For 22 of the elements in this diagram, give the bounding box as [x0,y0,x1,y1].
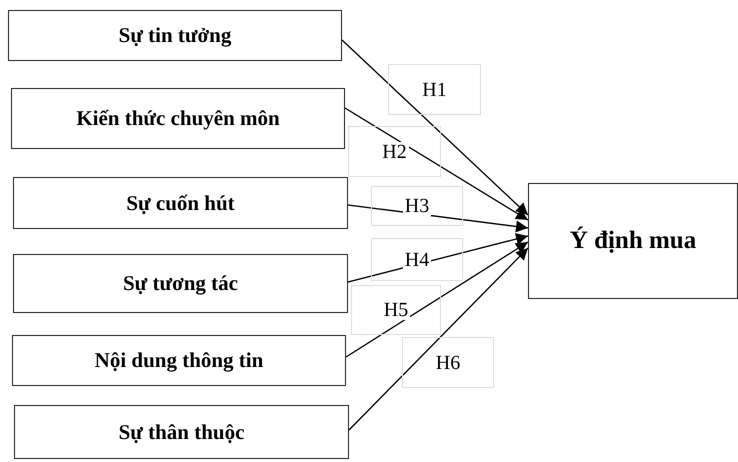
box-label: Ý định mua [570,227,696,255]
edge-label: H6 [434,352,462,372]
box-label: Sự cuốn hút [126,190,235,216]
arrow [344,107,528,221]
box-label: Sự tin tưởng [118,23,232,48]
outcome-box [528,183,738,299]
box-label: Kiến thức chuyên môn [76,106,280,131]
box-label: Sự tương tác [123,271,238,296]
box-label: Sự thân thuộc [118,420,244,444]
edge-label: H4 [402,250,432,270]
edge-label: H5 [382,300,410,320]
factor-box [8,10,342,61]
arrow [342,40,528,216]
arrow [348,248,528,430]
arrow [346,241,528,358]
factor-box [11,88,345,149]
factor-box [13,254,348,313]
box-label: Nội dung thông tin [94,348,264,373]
factor-box [13,177,348,229]
factor-box [14,405,349,459]
edge-label: H3 [402,196,432,216]
factor-box [12,335,346,386]
